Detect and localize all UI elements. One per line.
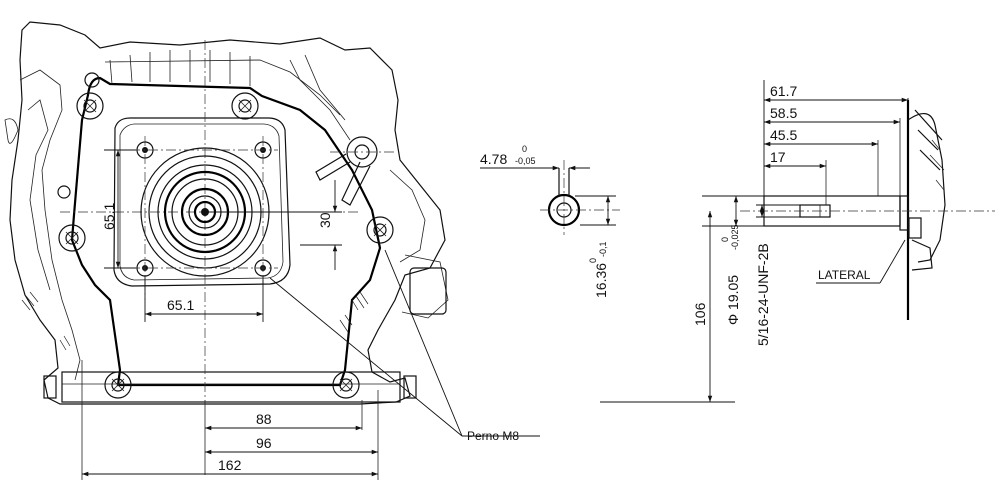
svg-text:-0,05: -0,05 xyxy=(515,156,536,166)
dim-30: 30 xyxy=(205,180,342,270)
key-depth-value: 16.36 xyxy=(593,263,609,298)
svg-text:162: 162 xyxy=(218,457,242,473)
dim-106: 106 xyxy=(692,211,713,402)
svg-text:61.7: 61.7 xyxy=(770,83,797,99)
dim-shaft-diameter: Φ 19.05 0 -0,025 xyxy=(720,196,741,325)
governor-lever xyxy=(315,136,395,206)
shaft-key-detail: 4.78 0 -0,05 16.36 0 -0,1 xyxy=(480,144,620,298)
dim-thread: 5/16-24-UNF-2B xyxy=(755,204,800,346)
svg-text:0: 0 xyxy=(522,144,527,154)
svg-text:0: 0 xyxy=(720,237,730,242)
dim-162: 162 xyxy=(82,457,378,477)
svg-text:45.5: 45.5 xyxy=(770,127,797,143)
perno-leader-line xyxy=(269,277,463,437)
perimeter-mounting-bolts xyxy=(57,72,394,399)
svg-text:0: 0 xyxy=(588,258,598,263)
lateral-label: LATERAL xyxy=(818,268,871,282)
dim-17: 17 xyxy=(764,149,826,169)
mounting-flange-outline xyxy=(70,76,382,387)
dim-61-7: 61.7 xyxy=(764,83,908,103)
svg-text:65.1: 65.1 xyxy=(167,297,194,313)
svg-text:30: 30 xyxy=(317,212,333,228)
perno-m8-label: Perno M8 xyxy=(467,429,519,443)
dim-65-1-horizontal: 65.1 xyxy=(144,276,264,322)
dim-65-1-vertical: 65.1 xyxy=(101,149,136,269)
shaft-side-view: 61.7 58.5 45.5 17 106 Φ 19.05 0 -0,025 xyxy=(600,80,995,403)
engine-front-view: Perno M8 65.1 65.1 30 88 xyxy=(4,21,540,480)
svg-text:88: 88 xyxy=(256,411,272,427)
svg-text:5/16-24-UNF-2B: 5/16-24-UNF-2B xyxy=(755,243,771,346)
dim-45-5: 45.5 xyxy=(764,127,878,147)
crankcase-plate xyxy=(113,117,291,287)
dim-88: 88 xyxy=(205,411,362,431)
svg-text:58.5: 58.5 xyxy=(770,105,797,121)
svg-text:-0,1: -0,1 xyxy=(598,241,608,257)
svg-text:-0,025: -0,025 xyxy=(730,224,740,250)
key-width-value: 4.78 xyxy=(480,151,507,167)
svg-text:Φ 19.05: Φ 19.05 xyxy=(725,275,741,325)
dim-96: 96 xyxy=(205,435,378,455)
svg-text:65.1: 65.1 xyxy=(101,203,117,230)
engine-outer-outline xyxy=(9,21,446,405)
flange-bolt-holes xyxy=(130,136,278,300)
svg-text:106: 106 xyxy=(692,302,708,326)
svg-text:17: 17 xyxy=(770,149,786,165)
dim-58-5: 58.5 xyxy=(764,105,901,196)
svg-text:96: 96 xyxy=(256,435,272,451)
